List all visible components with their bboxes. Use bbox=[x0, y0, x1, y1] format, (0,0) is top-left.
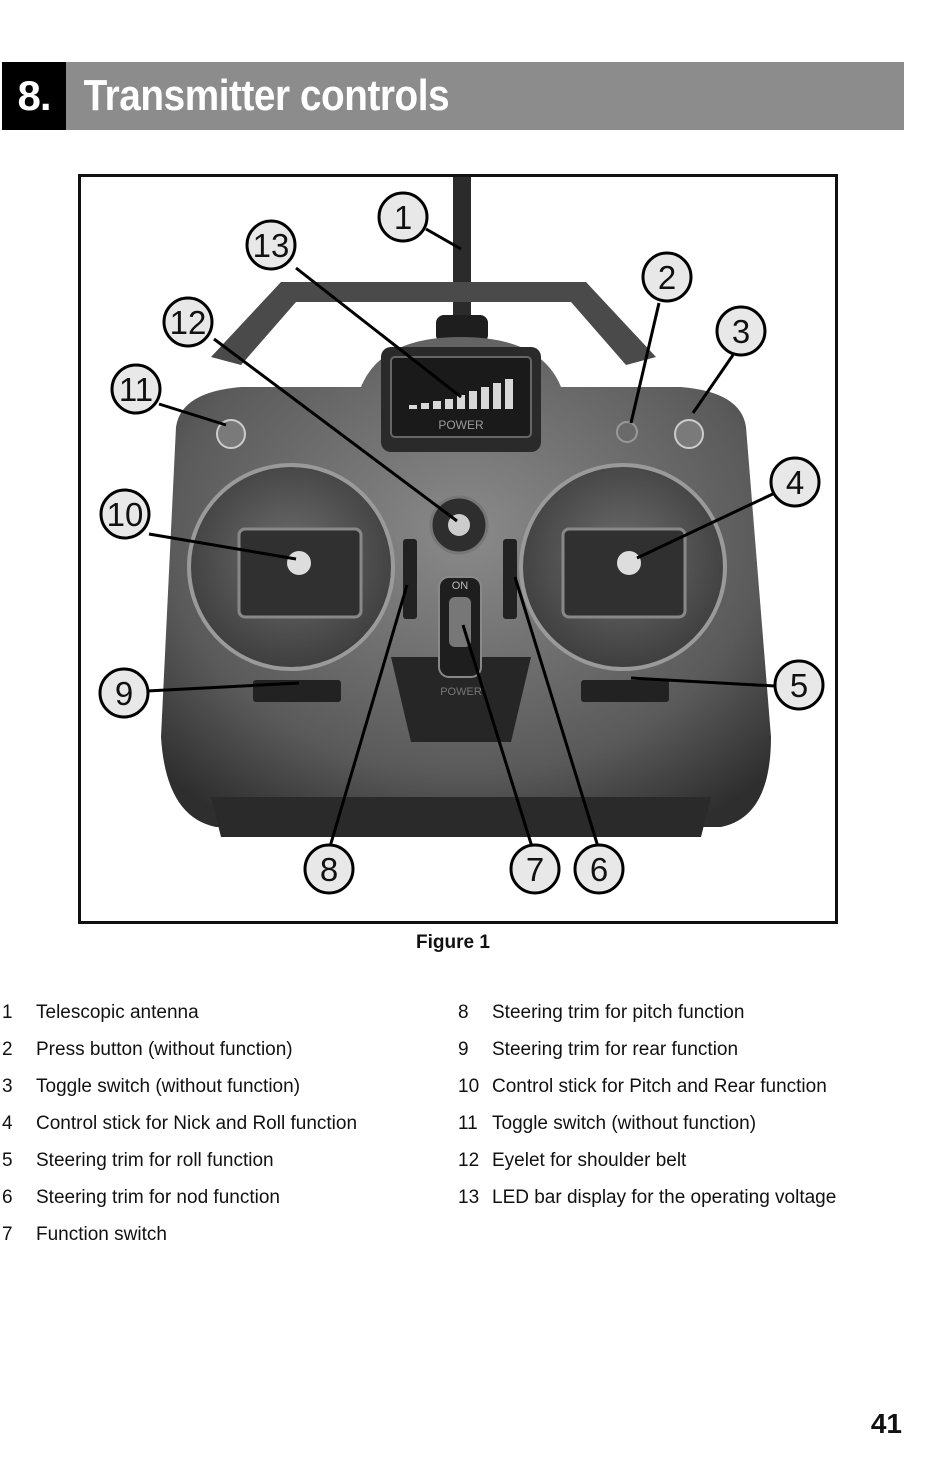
legend-item: 11 Toggle switch (without function) bbox=[458, 1105, 836, 1142]
legend-item: 5 Steering trim for roll function bbox=[2, 1142, 357, 1179]
legend-number: 1 bbox=[2, 1001, 13, 1023]
callout-9: 9 bbox=[98, 667, 150, 719]
page-number: 41 bbox=[870, 1408, 902, 1439]
legend-number: 10 bbox=[458, 1075, 480, 1097]
legend-text: Toggle switch (without function) bbox=[36, 1075, 301, 1097]
legend-number: 6 bbox=[2, 1186, 13, 1208]
legend-left-column: 1 Telescopic antenna 2 Press button (witho… bbox=[2, 994, 357, 1253]
legend-text: LED bar display for the operating voltag… bbox=[492, 1186, 837, 1208]
legend-right-column: 8 Steering trim for pitch function 9 Steer… bbox=[458, 994, 836, 1216]
legend-item: 2 Press button (without function) bbox=[2, 1031, 357, 1068]
legend-text: Control stick for Nick and Roll function bbox=[36, 1112, 358, 1134]
legend-item: 7 Function switch bbox=[2, 1216, 357, 1253]
base-label: POWER bbox=[440, 686, 482, 698]
callout-7: 7 bbox=[509, 843, 561, 895]
legend-number: 9 bbox=[458, 1038, 469, 1060]
section-header: 8. Transmitter controls bbox=[2, 62, 904, 130]
svg-text:7: 7 bbox=[526, 851, 544, 888]
svg-text:4: 4 bbox=[786, 464, 804, 501]
section-title: Transmitter controls bbox=[83, 71, 450, 120]
legend-number: 4 bbox=[2, 1112, 13, 1134]
legend-number: 13 bbox=[458, 1186, 480, 1208]
legend-text: Function switch bbox=[36, 1223, 167, 1245]
figure-caption: Figure 1 bbox=[416, 932, 490, 953]
right-toggle-shape bbox=[674, 419, 704, 449]
callout-8: 8 bbox=[303, 843, 355, 895]
legend-item: 9 Steering trim for rear function bbox=[458, 1031, 836, 1068]
svg-text:13: 13 bbox=[253, 227, 290, 264]
svg-text:1: 1 bbox=[394, 199, 412, 236]
callout-5: 5 bbox=[773, 659, 825, 711]
svg-text:6: 6 bbox=[590, 851, 608, 888]
legend-text: Steering trim for pitch function bbox=[492, 1001, 745, 1023]
legend-text: Steering trim for nod function bbox=[36, 1186, 280, 1208]
callout-6: 6 bbox=[573, 843, 625, 895]
section-number: 8. bbox=[2, 62, 66, 130]
callout-13: 13 bbox=[245, 219, 297, 271]
legend-text: Steering trim for roll function bbox=[36, 1149, 274, 1171]
legend-text: Steering trim for rear function bbox=[492, 1038, 739, 1060]
legend-text: Eyelet for shoulder belt bbox=[492, 1149, 687, 1171]
right-bottom-trim-shape bbox=[581, 680, 669, 702]
legend-number: 12 bbox=[458, 1149, 480, 1171]
transmitter-figure: POWER ON POWER bbox=[78, 174, 838, 924]
legend-item: 3 Toggle switch (without function) bbox=[2, 1068, 357, 1105]
callout-3: 3 bbox=[715, 305, 767, 357]
svg-text:11: 11 bbox=[119, 371, 153, 408]
antenna-shape bbox=[453, 177, 471, 327]
svg-text:12: 12 bbox=[170, 304, 207, 341]
legend-number: 11 bbox=[458, 1112, 478, 1134]
legend-number: 3 bbox=[2, 1075, 13, 1097]
legend-item: 6 Steering trim for nod function bbox=[2, 1179, 357, 1216]
svg-text:5: 5 bbox=[790, 667, 808, 704]
legend-item: 12 Eyelet for shoulder belt bbox=[458, 1142, 836, 1179]
handle-shape bbox=[211, 282, 656, 365]
switch-housing-shape bbox=[391, 657, 531, 742]
legend-number: 7 bbox=[2, 1223, 13, 1245]
svg-text:3: 3 bbox=[732, 313, 750, 350]
legend-text: Toggle switch (without function) bbox=[492, 1112, 757, 1134]
callout-1: 1 bbox=[377, 191, 429, 243]
legend-item: 1 Telescopic antenna bbox=[2, 994, 357, 1031]
legend-item: 4 Control stick for Nick and Roll functio… bbox=[2, 1105, 357, 1142]
legend-text: Control stick for Pitch and Rear functio… bbox=[492, 1075, 827, 1097]
callout-12: 12 bbox=[162, 296, 214, 348]
callout-2: 2 bbox=[641, 251, 693, 303]
callout-10: 10 bbox=[99, 488, 151, 540]
switch-label: ON bbox=[452, 580, 469, 592]
display-label: POWER bbox=[438, 418, 484, 432]
legend-number: 5 bbox=[2, 1149, 13, 1171]
legend-number: 2 bbox=[2, 1038, 13, 1060]
legend-text: Telescopic antenna bbox=[36, 1001, 199, 1023]
left-side-trim-shape bbox=[403, 539, 417, 619]
legend-item: 13 LED bar display for the operating volt… bbox=[458, 1179, 836, 1216]
transmitter-illustration: POWER ON POWER bbox=[98, 177, 825, 895]
svg-text:2: 2 bbox=[658, 259, 676, 296]
legend-item: 10 Control stick for Pitch and Rear funct… bbox=[458, 1068, 836, 1105]
left-toggle-shape bbox=[216, 419, 246, 449]
legend-text: Press button (without function) bbox=[36, 1038, 293, 1060]
callout-11: 11 bbox=[110, 363, 162, 415]
legend-number: 8 bbox=[458, 1001, 469, 1023]
right-side-trim-shape bbox=[503, 539, 517, 619]
legend-item: 8 Steering trim for pitch function bbox=[458, 994, 836, 1031]
svg-text:10: 10 bbox=[107, 496, 144, 533]
svg-text:8: 8 bbox=[320, 851, 338, 888]
svg-text:9: 9 bbox=[115, 675, 133, 712]
press-button-shape bbox=[616, 421, 638, 443]
callout-4: 4 bbox=[769, 456, 821, 508]
